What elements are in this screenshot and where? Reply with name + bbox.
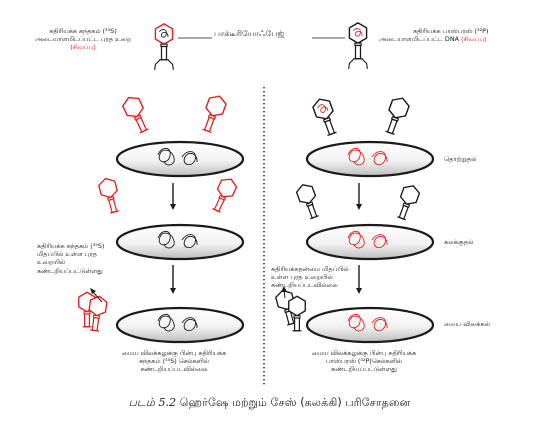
stage-centrifuge: மைய விலக்கல் [444, 320, 491, 328]
right-label-line2-wrap: அடையாளமிடப்பட்ட DNA (சிவப்பு) [379, 35, 489, 43]
left-attached-phage-2 [202, 95, 227, 134]
right-side-note: கதிரியக்கதன்மை மிதப்பில் உள்ள புரத உறையி… [271, 265, 349, 290]
left-arrow-2 [170, 265, 176, 294]
left-label-line1: கதிரியக்க கந்தகம் (³⁵S) [49, 27, 117, 35]
phage-title: பாக்டீரியோஃபேஜ் [214, 28, 285, 38]
figure-number: படம் 5.2 [128, 396, 177, 409]
left-side-note: கதிரியக்க கந்தகம் (³⁵S) மிதப்பில் உள்ள ப… [37, 242, 104, 275]
left-label: கதிரியக்க கந்தகம் (³⁵S) அடையாளமிடப்பட்ட … [30, 27, 136, 52]
right-result-line1: மைய விலக்கலுக்கு பின்பு கதிரியக்க [311, 349, 417, 357]
left-result: மைய விலக்கலுக்கு பின்பு கதிரியக்க கந்தகம… [104, 349, 244, 374]
stage-infection: தொற்றுதல் [444, 155, 477, 163]
left-cell-infection [115, 140, 245, 178]
right-label-line2: அடையாளமிடப்பட்ட DNA [379, 35, 459, 44]
left-attached-phage-1 [122, 96, 149, 134]
right-cell-centrifuge [305, 306, 435, 344]
right-coat-pellet-2 [288, 295, 306, 332]
right-attached-phage-2 [385, 97, 410, 136]
right-side-note-line3: கண்டறியப்படவில்லை [271, 281, 338, 290]
right-label: கதிரியக்க பாஸ்பரஸ் (³²P) அடையாளமிடப்பட்ட… [379, 27, 489, 43]
left-result-line3: கண்டறியப்படவில்லை [140, 365, 208, 374]
stage-blending: கலக்குதல் [444, 238, 474, 246]
left-result-line2: கந்தகம் (³⁵S) செல்களில் [138, 357, 210, 366]
right-coat-1 [295, 184, 319, 220]
right-result-line3: கண்டறியப்பட்டுள்ளது [331, 365, 397, 374]
right-arrow-1 [356, 183, 362, 210]
right-side-note-line1: கதிரியக்கதன்மை மிதப்பில் [271, 265, 349, 273]
left-coat-2 [212, 178, 238, 213]
right-side-note-line2: உள்ள புரத உறையில் [271, 273, 333, 282]
header-phage-left [154, 23, 174, 70]
figure-title: ஹெர்ஷே மற்றும் சேஸ் (கலக்கி) பரிசோதனை [179, 396, 411, 409]
right-result-line2: பாஸ்பரஸ் (³²P)செல்களில் [325, 357, 403, 366]
left-coat-pellet-2 [88, 295, 108, 332]
left-side-note-line2: மிதப்பில் உள்ள புரத [37, 250, 97, 259]
right-label-line1: கதிரியக்க பாஸ்பரஸ் (³²P) [413, 27, 489, 35]
left-coat-1 [98, 177, 119, 214]
left-cell-blending [115, 223, 245, 261]
left-cell-centrifuge [115, 306, 245, 344]
left-label-line3: (சிவப்பு) [70, 43, 96, 52]
left-side-note-line4: கண்டறியப்பட்டுள்ளது [37, 266, 103, 275]
right-arrow-2 [356, 265, 362, 294]
left-side-note-line3: உறையில் [37, 258, 66, 267]
right-cell-blending [305, 223, 435, 261]
left-side-note-line1: கதிரியக்க கந்தகம் (³⁵S) [37, 242, 105, 250]
right-cell-infection [305, 140, 435, 178]
right-attached-phage-1 [312, 98, 337, 137]
left-note-pointer [90, 288, 103, 303]
right-note-pointer [281, 286, 287, 299]
right-result: மைய விலக்கலுக்கு பின்பு கதிரியக்க பாஸ்பர… [294, 349, 434, 374]
right-label-line2-red: (சிவப்பு) [461, 35, 487, 44]
header-phage-right [348, 22, 368, 69]
figure-caption: படம் 5.2 ஹெர்ஷே மற்றும் சேஸ் (கலக்கி) பர… [0, 396, 539, 411]
left-arrow-1 [170, 183, 176, 210]
right-coat-2 [397, 185, 421, 221]
left-result-line1: மைய விலக்கலுக்கு பின்பு கதிரியக்க [121, 349, 227, 357]
left-label-line2: அடையாளமிடப்பட்ட புரத உறை [34, 35, 132, 44]
